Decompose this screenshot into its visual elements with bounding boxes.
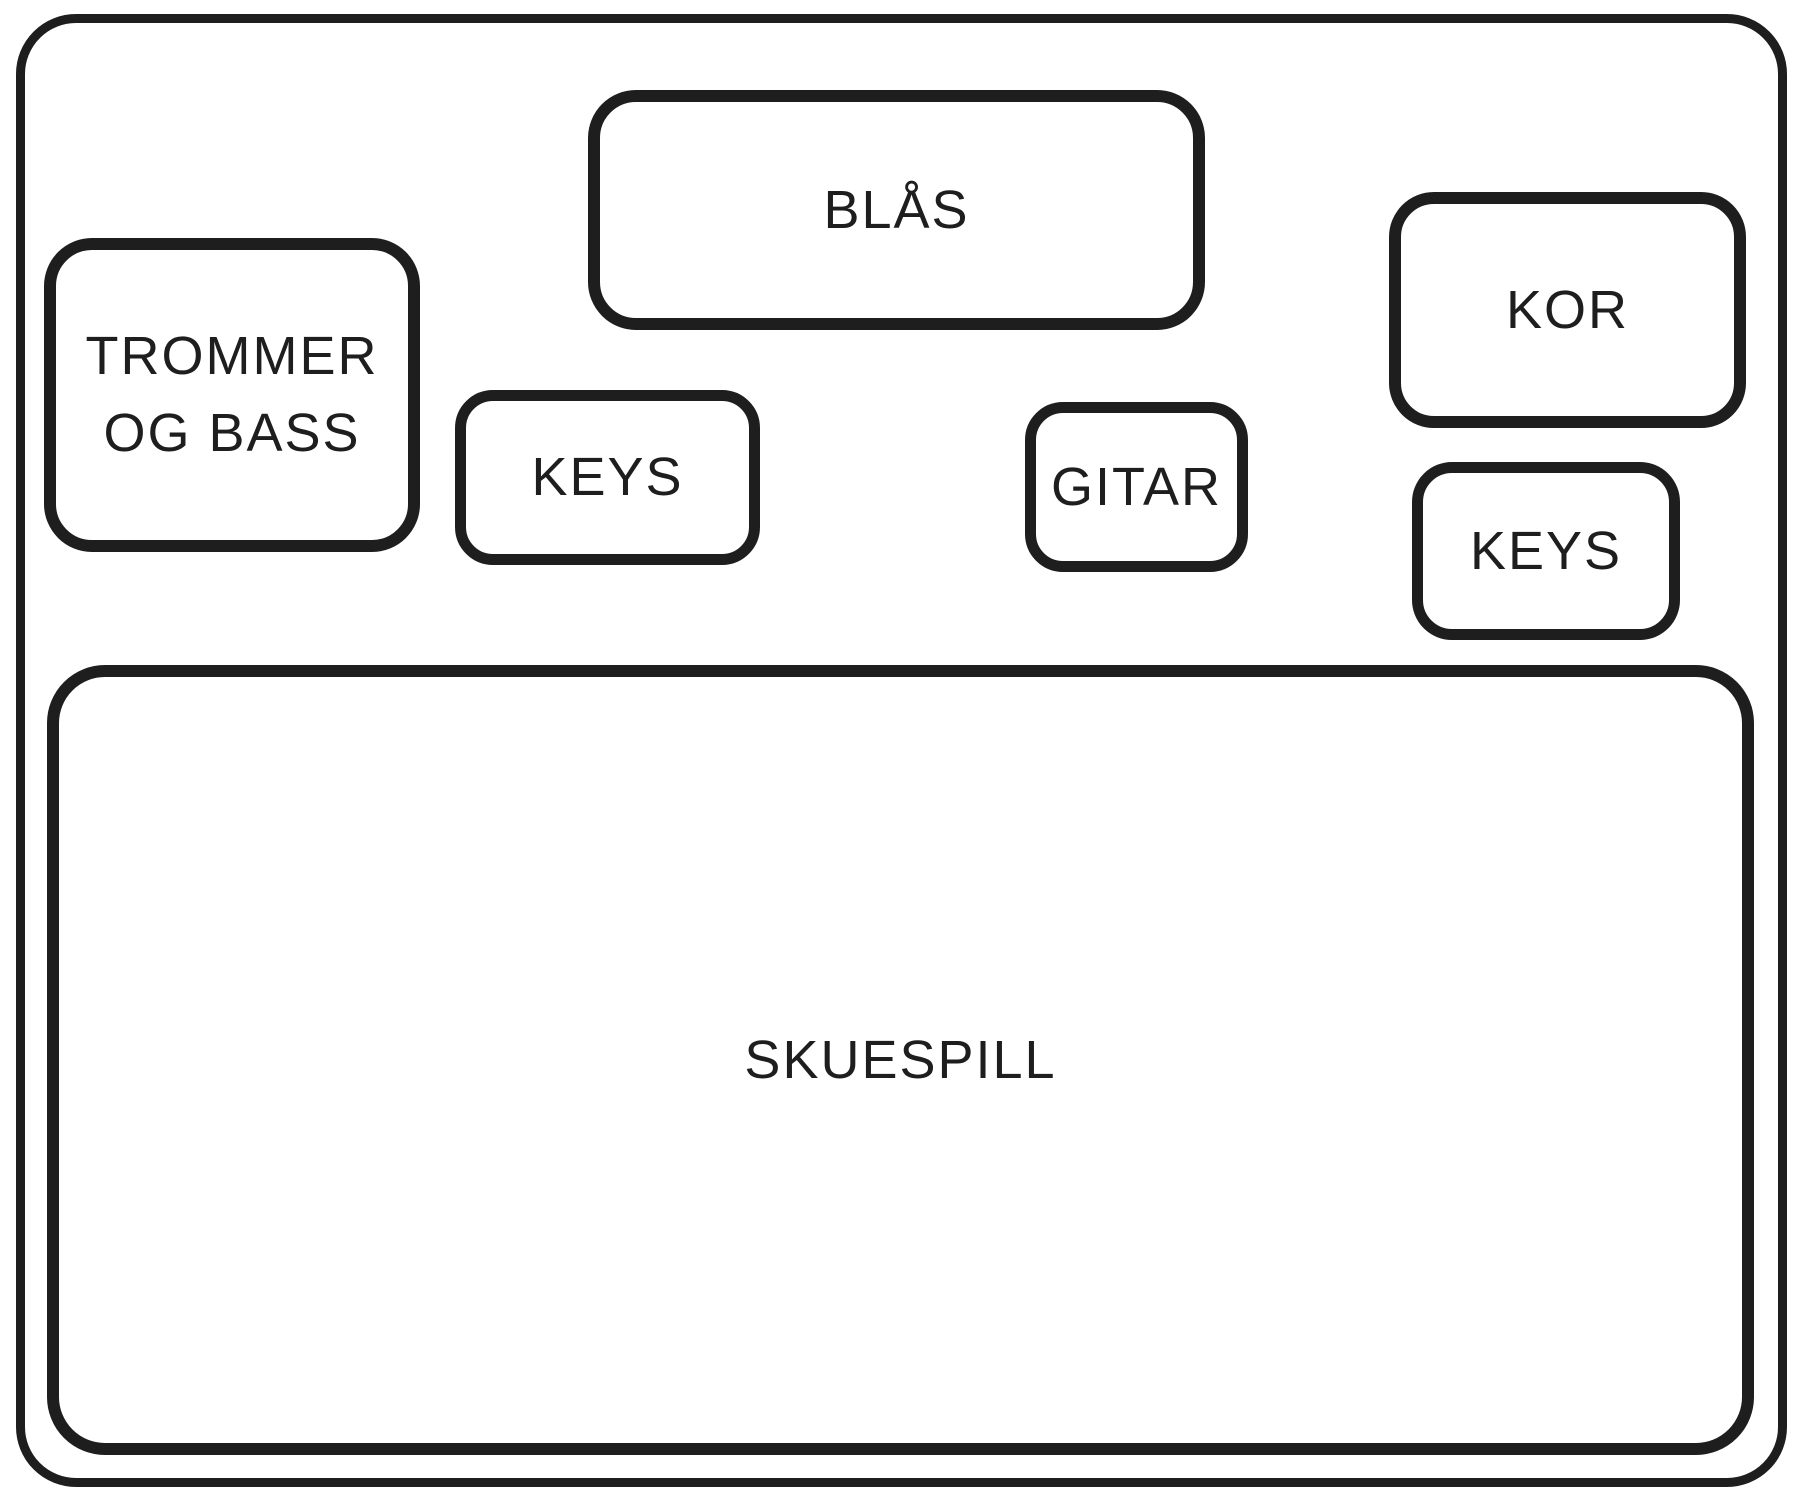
zone-kor-label: KOR [1505,279,1630,340]
zone-gitar-label: GITAR [1051,456,1222,517]
zone-keys-left: KEYS [455,390,760,565]
zone-gitar: GITAR [1025,402,1248,572]
zone-blas: BLÅS [588,90,1205,330]
zone-kor: KOR [1389,192,1746,428]
zone-skuespill: SKUESPILL [47,665,1754,1455]
zone-keys-right: KEYS [1412,462,1680,640]
zone-trommer-og-bass-label: TROMMER OG BASS [85,326,379,463]
zone-keys-left-label: KEYS [531,447,684,508]
zone-skuespill-label: SKUESPILL [744,1029,1057,1090]
zone-blas-label: BLÅS [823,179,970,240]
zone-keys-right-label: KEYS [1469,520,1623,581]
zone-trommer-og-bass: TROMMER OG BASS [44,238,420,552]
